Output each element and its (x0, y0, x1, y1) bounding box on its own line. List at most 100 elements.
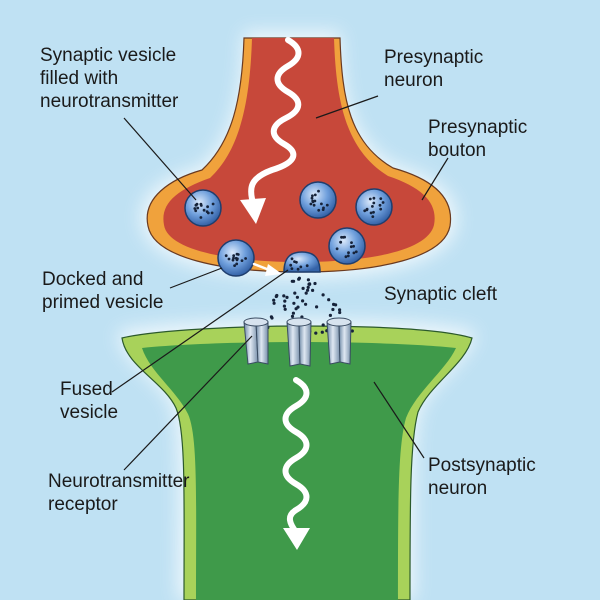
presynaptic-signal-arrow (248, 37, 302, 209)
neurotransmitter-dot (235, 262, 239, 266)
neurotransmitter-dot (293, 260, 296, 263)
label-docked-vesicle: Docked and primed vesicle (42, 269, 164, 313)
neurotransmitter-dot (344, 255, 348, 259)
leader-line-fused-vesicle (111, 269, 289, 393)
neurotransmitter-dot (350, 241, 353, 245)
neurotransmitter-dot (297, 276, 301, 280)
neurotransmitter-dot (314, 331, 318, 335)
neurotransmitter-dot (227, 257, 231, 261)
neurotransmitter-dot (317, 208, 321, 212)
fused-vesicle (283, 251, 321, 273)
neurotransmitter-dot (315, 305, 319, 309)
neurotransmitter-dot (363, 209, 367, 213)
neurotransmitter-dot (327, 298, 331, 302)
leader-line-postsynaptic-neuron (373, 381, 425, 459)
neurotransmitter-dot (285, 295, 289, 299)
neurotransmitter-dot (301, 286, 305, 290)
neurotransmitter-dot (378, 203, 382, 207)
neurotransmitter-dot (347, 251, 350, 255)
neurotransmitter-dot (306, 278, 310, 282)
neurotransmitter-dot (309, 202, 313, 206)
neurotransmitter-dot (311, 199, 315, 203)
neurotransmitter-dot (334, 303, 338, 307)
label-postsynaptic-neuron: Postsynaptic neuron (428, 455, 536, 499)
neurotransmitter-dot (206, 211, 210, 215)
neurotransmitter-dot (311, 288, 315, 292)
neurotransmitter-dot (196, 206, 200, 210)
neurotransmitter-dot (240, 259, 244, 262)
neurotransmitter-dot (283, 299, 287, 303)
neurotransmitter-dot (290, 267, 294, 270)
postsynaptic-arrowhead (283, 528, 310, 550)
neurotransmitter-receptors (243, 317, 352, 367)
label-fused-vesicle: Fused vesicle (60, 379, 119, 423)
neurotransmitter-dot (331, 307, 335, 312)
neurotransmitter-dot (292, 279, 296, 283)
neurotransmitter-dot (292, 301, 296, 305)
neurotransmitter-dot (202, 208, 206, 212)
neurotransmitter-dot (306, 288, 310, 292)
neurotransmitter-dot (335, 247, 339, 251)
neurotransmitter-dot (307, 282, 311, 286)
neurotransmitter-dot (350, 329, 354, 333)
neurotransmitter-dot (231, 258, 235, 262)
neurotransmitter-dot (299, 265, 303, 269)
neurotransmitter-dot (311, 194, 314, 198)
vesicle (184, 189, 222, 227)
neurotransmitter-dot (235, 252, 239, 256)
neurotransmitter-dot (301, 299, 305, 303)
leader-line-presynaptic-bouton (421, 157, 449, 201)
label-synaptic-vesicle: Synaptic vesicle filled with neurotransm… (40, 45, 179, 112)
neurotransmitter-dot (224, 254, 228, 258)
neurotransmitter-dot (372, 201, 376, 205)
neurotransmitter-dot (320, 330, 324, 334)
neurotransmitter-dot (296, 305, 300, 309)
neurotransmitter-dot (274, 294, 278, 299)
neurotransmitter-dot (352, 251, 356, 255)
neurotransmitter-dot (304, 291, 308, 295)
neurotransmitter-dot (194, 203, 198, 207)
leader-lines (111, 95, 449, 471)
neurotransmitter-dot (293, 291, 297, 295)
neurotransmitter-dot (295, 295, 299, 299)
neurotransmitter-dot (338, 308, 342, 312)
neurotransmitter-dot (313, 199, 317, 203)
neurotransmitter-dot (199, 202, 203, 206)
neurotransmitter-dot (328, 313, 332, 317)
leader-line-synaptic-vesicle (123, 117, 197, 201)
neurotransmitter-dot (234, 256, 238, 260)
neurotransmitter-dot (339, 240, 342, 244)
neurotransmitter-dot (354, 250, 358, 254)
neurotransmitter-dot (379, 207, 383, 211)
neurotransmitter-dot (381, 201, 385, 204)
neurotransmitter-dot (372, 196, 376, 200)
leader-line-presynaptic-neuron (315, 95, 379, 119)
neurotransmitter-dot (244, 257, 248, 260)
neurotransmitter-dot (313, 281, 317, 286)
signal-arrows (240, 37, 310, 550)
neurotransmitter-dot (206, 205, 210, 209)
receptor (243, 317, 269, 365)
neurotransmitter-dot (379, 197, 383, 201)
neurotransmitter-dot (325, 203, 329, 207)
neurotransmitter-dot (304, 302, 308, 306)
neurotransmitter-dot (211, 202, 215, 206)
neurotransmitter-dot (320, 202, 323, 206)
vesicle-movement-arrowhead (265, 264, 282, 276)
neurotransmitter-dot (340, 235, 343, 239)
vesicle (328, 227, 366, 265)
receptor (286, 317, 312, 367)
receptor (326, 317, 352, 365)
label-presynaptic-neuron: Presynaptic neuron (384, 47, 484, 91)
neurotransmitter-dot (232, 254, 236, 258)
neurotransmitter-dot (289, 263, 293, 267)
neurotransmitter-dot (317, 189, 320, 193)
neurotransmitter-dot (296, 267, 300, 271)
neurotransmitter-dot (282, 294, 286, 298)
neurotransmitter-dot (365, 207, 369, 211)
neurotransmitter-dot (313, 193, 317, 197)
vesicle (299, 181, 337, 219)
postsynaptic-neuron-body (142, 342, 456, 600)
